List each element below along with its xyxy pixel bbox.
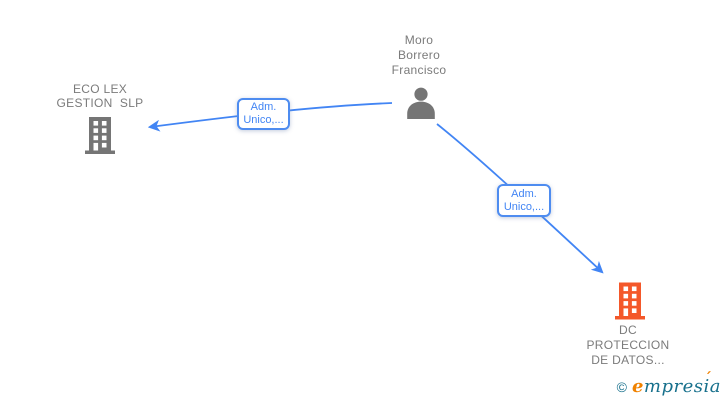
node-label-eco-lex-gestion-slp[interactable]: ECO LEX GESTION SLP <box>56 82 144 110</box>
person-icon[interactable] <box>404 87 438 119</box>
edge-person-to-dcproteccion[interactable] <box>436 123 604 274</box>
empresia-logo[interactable]: © empres´ia <box>616 369 721 397</box>
edge-label-adm-unico-left[interactable]: Adm. Unico,... <box>237 98 290 130</box>
building-icon-orange[interactable] <box>615 282 645 320</box>
node-label-dc-proteccion-de-datos[interactable]: DC PROTECCION DE DATOS... <box>586 323 670 367</box>
brand-accent: ´ <box>704 369 713 387</box>
edge-label-adm-unico-right[interactable]: Adm. Unico,... <box>497 184 551 217</box>
node-label-moro-borrero-francisco[interactable]: Moro Borrero Francisco <box>391 33 447 77</box>
building-icon-gray[interactable] <box>85 117 115 154</box>
brand-wordmark: empres´ia <box>631 369 721 397</box>
copyright-icon: © <box>616 379 627 395</box>
